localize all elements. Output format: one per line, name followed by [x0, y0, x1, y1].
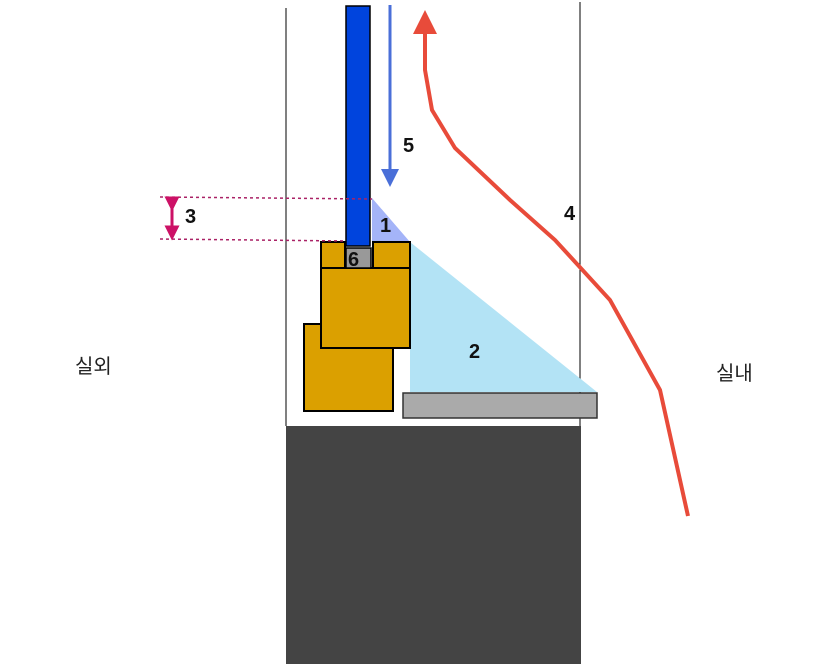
frame-main-block	[320, 267, 411, 349]
label-1: 1	[380, 215, 391, 237]
wall-block	[286, 426, 581, 664]
label-4: 4	[564, 203, 576, 225]
outdoor-label: 실외	[75, 354, 112, 378]
dimension-line-top	[159, 196, 373, 200]
label-6: 6	[348, 249, 359, 271]
frame-right-lip	[372, 241, 411, 269]
window-sill	[402, 392, 598, 419]
frame-left-lip	[320, 241, 346, 269]
label-5: 5	[403, 135, 414, 157]
gasket-6	[345, 247, 372, 269]
warm-air-arrow	[413, 10, 690, 517]
indoor-label: 실내	[716, 361, 753, 385]
label-3: 3	[185, 206, 196, 228]
zone-1	[372, 198, 410, 242]
dimension-line-bottom	[159, 238, 347, 242]
zone-2	[410, 242, 597, 392]
label-2: 2	[469, 341, 480, 363]
glass-pane	[345, 5, 371, 247]
